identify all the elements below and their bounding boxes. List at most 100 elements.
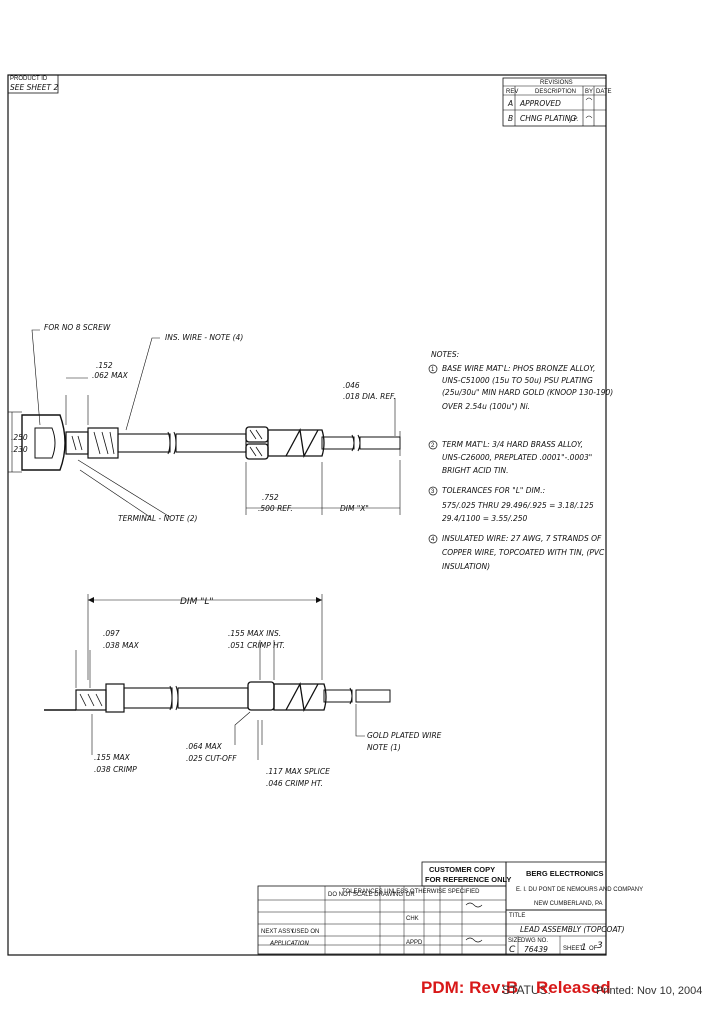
note-3-marker: 3: [431, 489, 435, 495]
bottom-heat-shrink: [273, 683, 327, 711]
insulated-wire-segment-2: [175, 433, 247, 453]
dim-155-bot: .051 CRIMP HT.: [228, 641, 285, 650]
product-id-label: PRODUCT ID: [10, 76, 48, 82]
dim-splice-top: .117 MAX SPLICE: [266, 767, 330, 776]
terminal-label: TERMINAL - NOTE (2): [118, 514, 198, 523]
note-3-marker-circle: [428, 486, 438, 496]
note-4-marker-circle: [428, 534, 438, 544]
dim-152-top: .152: [96, 361, 113, 370]
checked-label: CHK: [406, 916, 419, 922]
note-4-marker: 4: [431, 537, 435, 543]
drawn-label: DR: [406, 892, 415, 898]
bottom-view-drawing: DIM "L" .097 .038 MAX .155 MAX INS. .051…: [44, 594, 442, 788]
note-1-marker-circle: [428, 364, 438, 374]
customer-copy-line-1: CUSTOMER COPY: [429, 865, 495, 874]
note-1-line-3: (25u/30u" MIN HARD GOLD (KNOOP 130-190): [442, 388, 613, 397]
company-location: NEW CUMBERLAND, PA: [534, 901, 603, 907]
product-id-box: PRODUCT ID SEE SHEET 2: [7, 74, 58, 94]
dim-064-top: .064 MAX: [186, 742, 223, 751]
bottom-ins-crimp: [105, 683, 125, 713]
title-block: CUSTOMER COPY FOR REFERENCE ONLY BERG EL…: [257, 861, 643, 955]
dim-097-top: .097: [103, 629, 120, 638]
rev-col-desc: DESCRIPTION: [535, 89, 576, 95]
rev-row-b-by: J.P.: [569, 116, 578, 123]
size-value: C: [509, 945, 516, 955]
company-sub: E. I. DU PONT DE NEMOURS AND COMPANY: [516, 887, 643, 893]
insulated-wire-segment-1: [117, 433, 171, 453]
note-2-line-1: TERM MAT'L: 3/4 HARD BRASS ALLOY,: [442, 440, 583, 449]
dim-155-top: .155 MAX INS.: [228, 629, 281, 638]
dim-250-bot: .230: [11, 445, 28, 454]
dim-046-bot: .018 DIA. REF.: [343, 392, 396, 401]
dim-046-top: .046: [343, 381, 360, 390]
note-4-line-2: COPPER WIRE, TOPCOATED WITH TIN, (PVC: [442, 548, 605, 557]
bottom-splice: [247, 681, 275, 711]
tolerances-label: TOLERANCES UNLESS OTHERWISE SPECIFIED: [342, 889, 480, 895]
revisions-title: REVISIONS: [540, 80, 573, 86]
company-name: BERG ELECTRONICS: [526, 869, 604, 878]
sheet-of: OF: [589, 946, 598, 952]
printed-date: Printed: Nov 10, 2004: [596, 985, 703, 997]
dwg-no-label: DWG NO.: [521, 938, 548, 944]
dim-l-label: DIM "L": [180, 597, 214, 607]
sheet-value: 1: [581, 943, 587, 953]
pdm-revision: PDM: Rev:B: [421, 978, 519, 997]
dwg-no-value: 76439: [524, 945, 548, 954]
rev-col-date: DATE: [596, 89, 612, 95]
top-view-drawing: FOR NO 8 SCREW INS. WIRE - NOTE (4) .152…: [8, 323, 401, 523]
note-3-line-2: 29.4/1100 = 3.55/.250: [442, 514, 528, 523]
notes-block: NOTES: 1 BASE WIRE MAT'L: PHOS BRONZE AL…: [428, 350, 613, 571]
ring-hole: [34, 427, 56, 459]
note-1-line-4: OVER 2.54u (100u") Ni.: [442, 402, 530, 411]
terminal-barrel: [65, 431, 89, 455]
product-id-value: SEE SHEET 2: [10, 83, 58, 92]
ring-terminal: [21, 414, 66, 471]
note-2-line-2: UNS-C26000, PREPLATED .0001"-.0003": [442, 453, 592, 462]
sheet-total: 3: [597, 941, 603, 951]
for-screw-label: FOR NO 8 SCREW: [44, 323, 111, 332]
gold-wire-label: GOLD PLATED WIRE: [367, 731, 442, 740]
note-1-line-1: BASE WIRE MAT'L: PHOS BRONZE ALLOY,: [442, 364, 595, 373]
note-2-marker: 2: [431, 443, 435, 449]
rev-row-a-desc: APPROVED: [519, 99, 561, 108]
dim-splice-bot: .046 CRIMP HT.: [266, 779, 323, 788]
bottom-wire-1: [123, 687, 173, 709]
application-label: APPLICATION: [269, 940, 309, 947]
rev-col-by: BY: [585, 89, 593, 95]
rev-row-b-rev: B: [508, 114, 513, 123]
used-on-label: USED ON: [292, 929, 319, 935]
rev-row-a-rev: A: [507, 99, 513, 108]
bottom-gold-wire-2: [355, 689, 391, 703]
rev-col-rev: REV: [506, 89, 518, 95]
dim-crimp-top: .155 MAX: [94, 753, 131, 762]
heat-shrink: [267, 429, 325, 457]
status-label: STATUS:: [502, 983, 551, 997]
status-value: Released: [536, 978, 611, 997]
bottom-gold-wire-1: [323, 689, 353, 703]
note-2-line-3: BRIGHT ACID TIN.: [442, 466, 509, 475]
splice-upper: [245, 426, 269, 443]
rev-row-b-desc: CHNG PLATING: [520, 114, 576, 123]
note-2-marker-circle: [428, 440, 438, 450]
sheet-label: SHEET: [563, 946, 583, 952]
insulation-crimp: [87, 427, 119, 459]
ins-wire-label: INS. WIRE - NOTE (4): [165, 333, 243, 342]
next-assy-label: NEXT ASSY: [261, 929, 294, 935]
dim-752-bot: .500 REF.: [258, 504, 293, 513]
dim-097-bot: .038 MAX: [103, 641, 140, 650]
note-1-line-2: UNS-C51000 (15u TO 50u) PSU PLATING: [442, 376, 593, 385]
do-not-scale: DO NOT SCALE DRAWING: [328, 892, 403, 898]
gold-wire-1: [321, 436, 355, 450]
note-3-line-1: 575/.025 THRU 29.496/.925 = 3.18/.125: [442, 501, 594, 510]
dim-crimp-bot: .038 CRIMP: [94, 765, 137, 774]
approval-initials-mark: [585, 97, 593, 101]
gold-wire-2: [359, 436, 401, 450]
change-initials-mark: [585, 115, 593, 119]
notes-title: NOTES:: [431, 350, 459, 359]
revisions-block: REVISIONS REV DESCRIPTION BY DATE A APPR…: [502, 77, 612, 127]
bottom-wire-2: [177, 687, 249, 709]
dim-752-top: .752: [262, 493, 279, 502]
signature-mark-1: [465, 902, 483, 908]
customer-copy-line-2: FOR REFERENCE ONLY: [425, 875, 511, 884]
